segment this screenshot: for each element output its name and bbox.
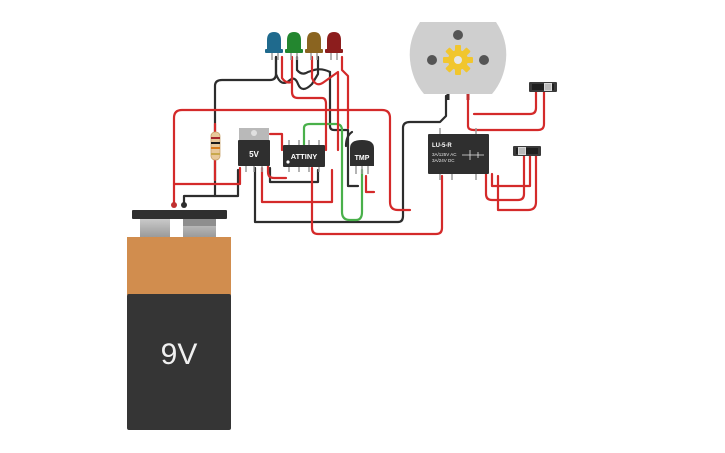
battery-label: 9V bbox=[161, 338, 198, 371]
wire-red[interactable] bbox=[290, 55, 328, 152]
relay-icon[interactable]: LU-5-R 3A/125V AC 3A/24V DC bbox=[428, 128, 489, 180]
wire-red[interactable] bbox=[496, 154, 538, 212]
regulator-label: 5V bbox=[249, 150, 259, 159]
wire-green[interactable] bbox=[302, 122, 364, 222]
wire-red[interactable] bbox=[310, 55, 340, 152]
wire-black[interactable] bbox=[328, 70, 360, 188]
wire-red[interactable] bbox=[268, 132, 284, 152]
led-blue-icon[interactable] bbox=[265, 32, 283, 60]
voltage-regulator-icon[interactable]: 5V bbox=[238, 128, 270, 172]
wire-red[interactable] bbox=[172, 166, 242, 186]
wire-red[interactable] bbox=[340, 55, 350, 130]
temp-sensor-label: TMP bbox=[355, 155, 370, 162]
relay-symbol-icon bbox=[462, 150, 484, 160]
wire-red[interactable] bbox=[280, 55, 294, 84]
chip-icon[interactable]: ATTINY bbox=[283, 140, 325, 172]
slide-switch-icon[interactable] bbox=[529, 82, 557, 92]
wire-black[interactable] bbox=[344, 130, 354, 148]
relay-rating-ac: 3A/125V AC bbox=[432, 152, 457, 157]
microcontroller-label: ATTINY bbox=[291, 152, 318, 161]
wire-black[interactable] bbox=[182, 55, 278, 206]
wire-black[interactable] bbox=[213, 168, 240, 198]
led-red-icon[interactable] bbox=[325, 32, 343, 60]
wire-red[interactable] bbox=[364, 174, 376, 194]
wire-red[interactable] bbox=[172, 108, 412, 212]
wire-red[interactable] bbox=[310, 166, 444, 236]
wire-red[interactable] bbox=[490, 154, 532, 188]
led-group bbox=[265, 32, 343, 60]
led-yellow-icon[interactable] bbox=[305, 32, 323, 60]
wire-black[interactable] bbox=[268, 166, 320, 184]
resistor-icon[interactable] bbox=[210, 131, 221, 161]
wire-red[interactable] bbox=[484, 154, 526, 202]
wire-black[interactable] bbox=[274, 55, 320, 91]
wire-red[interactable] bbox=[260, 166, 334, 204]
wires bbox=[172, 55, 546, 236]
temperature-sensor-icon[interactable]: TMP bbox=[350, 140, 374, 174]
wire-black[interactable] bbox=[295, 55, 332, 75]
battery-9v-icon[interactable]: 9V bbox=[127, 202, 231, 430]
slide-switch-icon[interactable] bbox=[513, 146, 541, 156]
wire-red[interactable] bbox=[266, 150, 288, 180]
wire-red[interactable] bbox=[472, 90, 538, 116]
relay-title: LU-5-R bbox=[432, 143, 452, 149]
dc-motor-icon[interactable] bbox=[409, 22, 507, 100]
wire-black[interactable] bbox=[253, 94, 448, 224]
relay-rating-dc: 3A/24V DC bbox=[432, 158, 455, 163]
wire-red[interactable] bbox=[466, 90, 546, 132]
led-green-icon[interactable] bbox=[285, 32, 303, 60]
